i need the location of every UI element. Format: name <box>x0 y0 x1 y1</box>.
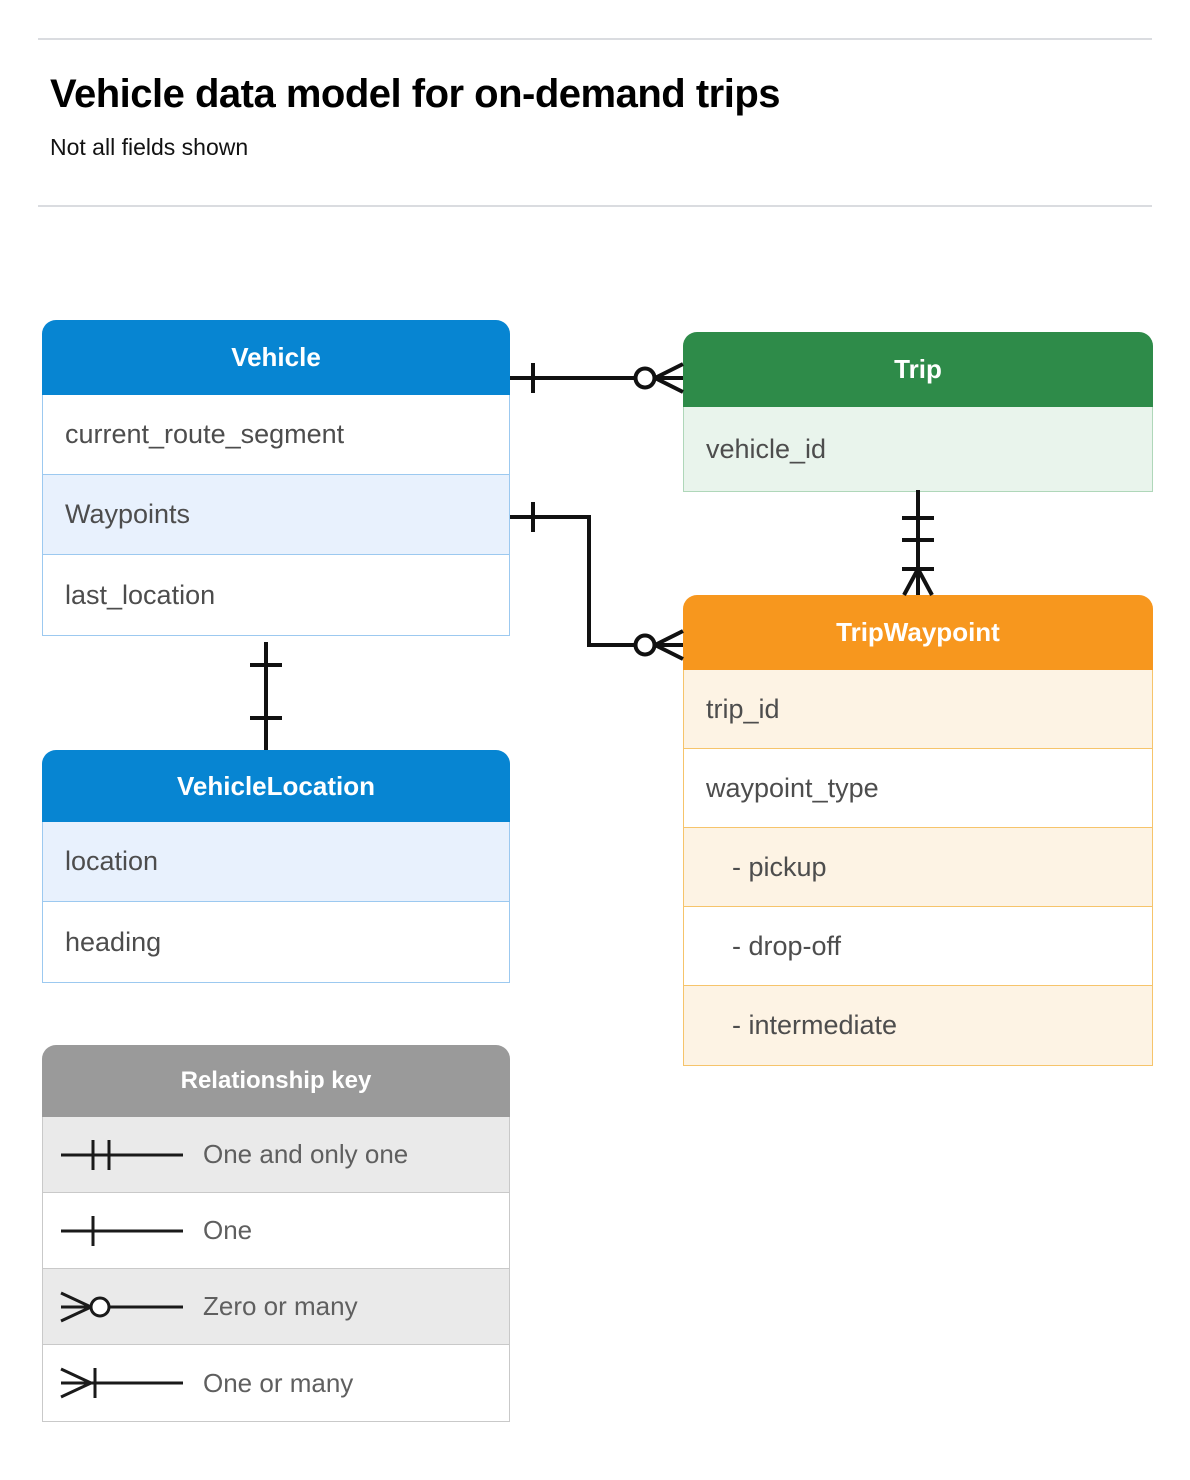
entity-trip-waypoint-field-row[interactable]: - drop-off <box>684 907 1152 986</box>
legend-item-label: One <box>203 1215 253 1245</box>
legend-title: Relationship key <box>42 1045 510 1117</box>
entity-vehicle-title: Vehicle <box>42 320 510 395</box>
entity-vehicle-fields: current_route_segment Waypoints last_loc… <box>42 395 510 636</box>
relationship-trip-tripwaypoint <box>902 490 934 596</box>
legend-item-one-or-many[interactable]: One or many <box>43 1345 509 1421</box>
entity-vehicle-location-field-row[interactable]: heading <box>43 902 509 982</box>
entity-vehicle-field-row[interactable]: last_location <box>43 555 509 635</box>
header-divider-bottom <box>38 205 1152 207</box>
field-label: - pickup <box>732 851 827 882</box>
entity-trip[interactable]: Trip vehicle_id <box>683 332 1153 492</box>
entity-vehicle[interactable]: Vehicle current_route_segment Waypoints … <box>42 320 510 636</box>
entity-trip-waypoint-fields: trip_id waypoint_type - pickup - drop-of… <box>683 670 1153 1066</box>
field-label: current_route_segment <box>65 419 345 449</box>
field-label: last_location <box>65 579 216 610</box>
entity-vehicle-location-fields: location heading <box>42 822 510 983</box>
entity-trip-waypoint[interactable]: TripWaypoint trip_id waypoint_type - pic… <box>683 595 1153 1066</box>
entity-trip-waypoint-field-row[interactable]: waypoint_type <box>684 749 1152 828</box>
legend-item-one[interactable]: One <box>43 1193 509 1269</box>
entity-trip-field-row[interactable]: vehicle_id <box>684 407 1152 491</box>
entity-vehicle-location-title: VehicleLocation <box>42 750 510 822</box>
relationship-vehicle-trip <box>510 362 684 394</box>
page-title: Vehicle data model for on-demand trips <box>50 72 781 116</box>
legend-item-label: One or many <box>203 1367 354 1398</box>
legend-item-label: Zero or many <box>203 1291 358 1321</box>
one-and-only-one-icon <box>43 1135 203 1175</box>
legend-item-label: One and only one <box>203 1139 409 1169</box>
entity-trip-waypoint-title: TripWaypoint <box>683 595 1153 670</box>
field-label: Waypoints <box>65 499 191 529</box>
header-divider-top <box>38 38 1152 40</box>
field-label: heading <box>65 926 162 957</box>
relationship-vehicle-vehiclelocation <box>250 642 282 750</box>
field-label: trip_id <box>706 693 780 724</box>
entity-vehicle-location-field-row[interactable]: location <box>43 822 509 902</box>
entity-vehicle-location[interactable]: VehicleLocation location heading <box>42 750 510 983</box>
field-label: waypoint_type <box>706 772 879 803</box>
one-or-many-icon <box>43 1363 203 1403</box>
entity-trip-waypoint-field-row[interactable]: - intermediate <box>684 986 1152 1065</box>
legend-item-one-and-only-one[interactable]: One and only one <box>43 1117 509 1193</box>
one-icon <box>43 1211 203 1251</box>
page-subtitle: Not all fields shown <box>50 134 249 160</box>
entity-trip-waypoint-field-row[interactable]: trip_id <box>684 670 1152 749</box>
zero-or-many-icon <box>43 1287 203 1327</box>
entity-trip-title: Trip <box>683 332 1153 407</box>
entity-vehicle-field-row[interactable]: Waypoints <box>43 475 509 555</box>
legend-rows: One and only one One <box>42 1117 510 1422</box>
field-label: - drop-off <box>732 930 842 961</box>
legend-relationship-key[interactable]: Relationship key One and only one <box>42 1045 510 1422</box>
field-label: location <box>65 846 159 876</box>
legend-item-zero-or-many[interactable]: Zero or many <box>43 1269 509 1345</box>
field-label: - intermediate <box>732 1010 898 1040</box>
relationship-waypoints-tripwaypoint <box>510 502 684 661</box>
field-label: vehicle_id <box>706 433 827 464</box>
entity-vehicle-field-row[interactable]: current_route_segment <box>43 395 509 475</box>
entity-trip-fields: vehicle_id <box>683 407 1153 492</box>
entity-trip-waypoint-field-row[interactable]: - pickup <box>684 828 1152 907</box>
